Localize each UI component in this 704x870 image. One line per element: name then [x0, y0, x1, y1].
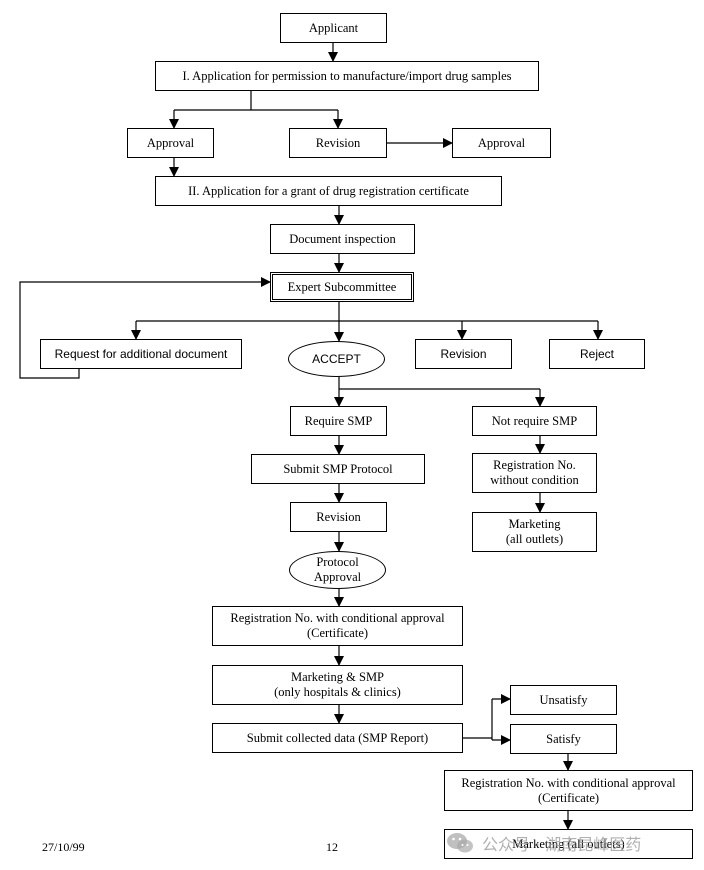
node-application-1: I. Application for permission to manufac… [155, 61, 539, 91]
node-approval-right: Approval [452, 128, 551, 158]
footer-page-number: 12 [326, 840, 338, 854]
node-registration-without-condition: Registration No. without condition [472, 453, 597, 493]
node-protocol-approval: Protocol Approval [289, 551, 386, 589]
node-require-smp: Require SMP [290, 406, 387, 436]
watermark: 公众号 · 湖南昆峰医药 [446, 826, 694, 860]
node-document-inspection: Document inspection [270, 224, 415, 254]
node-marketing-smp: Marketing & SMP (only hospitals & clinic… [212, 665, 463, 705]
node-satisfy: Satisfy [510, 724, 617, 754]
node-accept: ACCEPT [288, 341, 385, 377]
node-registration-conditional-1: Registration No. with conditional approv… [212, 606, 463, 646]
node-not-require-smp: Not require SMP [472, 406, 597, 436]
node-approval-left: Approval [127, 128, 214, 158]
node-reject: Reject [549, 339, 645, 369]
node-marketing-all-outlets: Marketing (all outlets) [472, 512, 597, 552]
wechat-icon [447, 833, 473, 853]
node-submit-smp-protocol: Submit SMP Protocol [251, 454, 425, 484]
node-expert-subcommittee: Expert Subcommittee [270, 272, 414, 302]
node-submit-collected-data: Submit collected data (SMP Report) [212, 723, 463, 753]
node-revision-top: Revision [289, 128, 387, 158]
node-revision-low: Revision [290, 502, 387, 532]
node-marketing-all-outlets-final: Marketing (all outlets) [444, 829, 693, 859]
node-registration-conditional-2: Registration No. with conditional approv… [444, 770, 693, 811]
node-request-additional-document: Request for additional document [40, 339, 242, 369]
node-application-2: II. Application for a grant of drug regi… [155, 176, 502, 206]
node-revision-mid: Revision [415, 339, 512, 369]
node-applicant: Applicant [280, 13, 387, 43]
node-unsatisfy: Unsatisfy [510, 685, 617, 715]
footer-date: 27/10/99 [42, 840, 85, 854]
watermark-text: 公众号 · 湖南昆峰医药 [482, 835, 642, 854]
